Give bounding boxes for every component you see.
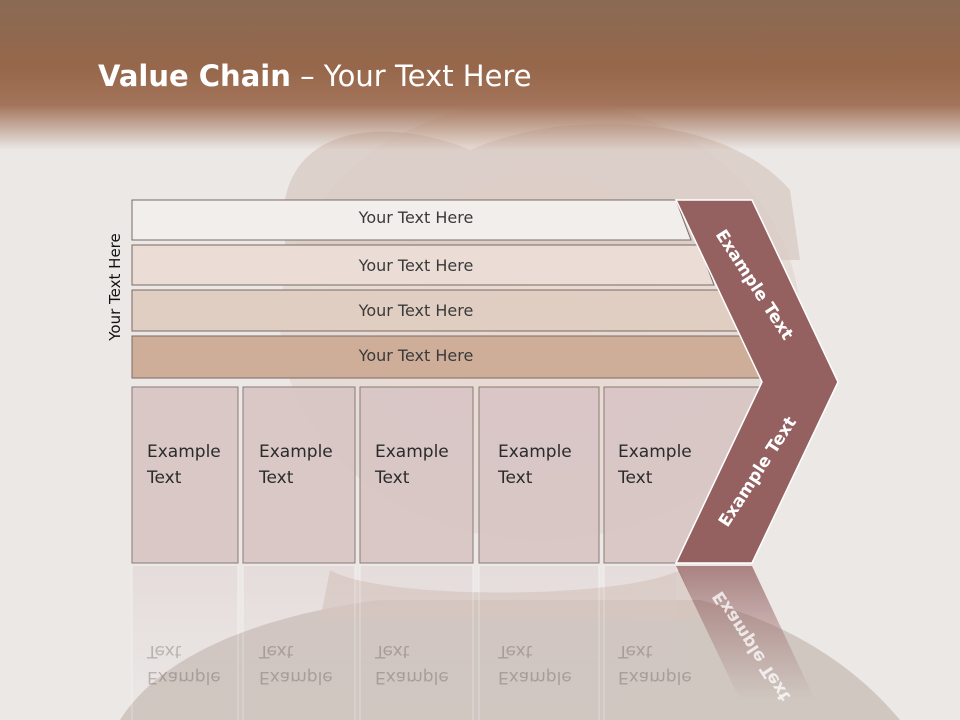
column-label-3: Example Text (375, 439, 449, 491)
column-label-1-line1: Example (147, 442, 221, 462)
side-label-text: Your Text Here (106, 233, 124, 341)
chevron-arrow (674, 199, 839, 564)
reflection-line1: Example (618, 667, 692, 687)
column-label-3-line1: Example (375, 442, 449, 462)
column-label-2-line2: Text (259, 468, 294, 488)
column-1 (131, 386, 239, 564)
column-label-4: Example Text (498, 439, 572, 491)
row-bar-1 (131, 199, 692, 241)
column-4 (478, 386, 600, 564)
row-label-2: Your Text Here (358, 256, 474, 275)
column-label-2: Example Text (259, 439, 333, 491)
column-3 (359, 386, 474, 564)
title-bold: Value Chain (98, 59, 291, 93)
header-band (0, 0, 960, 150)
reflection-line1: Example (259, 667, 333, 687)
row-label-1: Your Text Here (358, 208, 474, 227)
column-label-1: Example Text (147, 439, 221, 491)
title-rest: – Your Text Here (290, 59, 532, 93)
slide-title: Value Chain – Your Text Here (98, 56, 532, 96)
column-2 (242, 386, 356, 564)
column-reflection-label-3: Example Text (375, 638, 449, 690)
column-reflection-label-1: Example Text (147, 638, 221, 690)
reflection-line1: Example (147, 667, 221, 687)
chevron-reflection (676, 566, 815, 700)
reflection-line2: Text (618, 641, 653, 661)
column-reflection-label-5: Example Text (618, 638, 692, 690)
row-bar-2 (131, 244, 715, 286)
column-label-3-line2: Text (375, 468, 410, 488)
column-label-5-line1: Example (618, 442, 692, 462)
column-label-4-line2: Text (498, 468, 533, 488)
reflection-line2: Text (498, 641, 533, 661)
reflection-line2: Text (147, 641, 182, 661)
column-reflection-label-4: Example Text (498, 638, 572, 690)
column-reflection-label-2: Example Text (259, 638, 333, 690)
column-label-4-line1: Example (498, 442, 572, 462)
row-label-4: Your Text Here (358, 346, 474, 365)
reflection-line1: Example (498, 667, 572, 687)
reflection-line2: Text (375, 641, 410, 661)
column-label-1-line2: Text (147, 468, 182, 488)
column-label-5: Example Text (618, 439, 692, 491)
column-reflections (131, 566, 676, 720)
row-label-3: Your Text Here (358, 301, 474, 320)
column-label-5-line2: Text (618, 468, 653, 488)
column-label-2-line1: Example (259, 442, 333, 462)
reflection-line1: Example (375, 667, 449, 687)
reflection-line2: Text (259, 641, 294, 661)
